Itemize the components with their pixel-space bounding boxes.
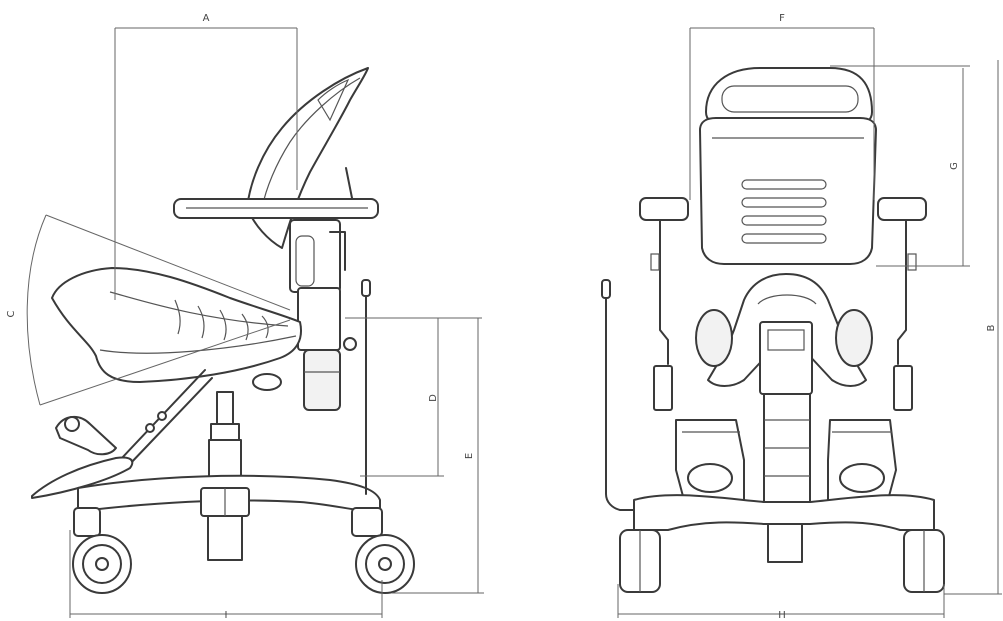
front-view: F G B H (601, 13, 1002, 621)
side-caster-fork-right (351, 507, 383, 537)
side-seat-inner (109, 291, 289, 327)
dim-ext-c-top (45, 214, 291, 311)
side-seat-rib (197, 305, 205, 339)
side-strap-buckle (64, 416, 80, 432)
dim-ext-c-bottom (39, 319, 291, 406)
side-backrest-inner (261, 77, 361, 209)
front-arm-actuator-left (653, 365, 673, 411)
side-wheel-left-axle (95, 557, 109, 571)
front-base (633, 494, 935, 531)
side-caster-fork-left (73, 507, 101, 537)
front-armrest-post-right (897, 219, 907, 365)
front-backrest-vent (741, 215, 827, 226)
side-gas-spring-bottom (207, 511, 243, 561)
side-view: A C D E I (6, 13, 484, 621)
front-armrest-post-left (659, 219, 669, 365)
front-backrest (699, 117, 877, 265)
front-backrest-headrest (705, 67, 873, 125)
front-column-base (767, 517, 803, 563)
side-wheel-right-axle (378, 557, 392, 571)
label-g: G (949, 162, 960, 170)
side-seat-shell (51, 267, 302, 383)
label-b: B (986, 324, 997, 331)
label-a: A (203, 13, 210, 24)
front-backrest-vent (741, 233, 827, 244)
label-d: D (428, 394, 439, 402)
front-arm-lock-right (907, 253, 917, 271)
side-seat-rim (99, 335, 297, 354)
front-column-plate (767, 329, 805, 351)
front-column-lower (763, 393, 811, 519)
side-seat-knob (252, 373, 282, 391)
front-arm-lock-left (650, 253, 660, 271)
side-knob (343, 337, 357, 351)
side-push-handle-grip (361, 279, 371, 297)
side-column-upper (289, 219, 341, 293)
front-arm-actuator-right (893, 365, 913, 411)
side-seat-rib (174, 299, 181, 335)
front-seat-pad-right (835, 309, 873, 367)
label-f: F (779, 13, 785, 24)
front-foot-cup-left (687, 463, 733, 493)
side-footrest (31, 456, 134, 499)
side-legrest-pin (145, 423, 155, 433)
side-actuator (303, 349, 341, 411)
front-armrest-right (877, 197, 927, 221)
front-seat-pad-left (695, 309, 733, 367)
side-backrest-flap (317, 78, 350, 122)
side-column-lower (297, 287, 341, 351)
label-e: E (464, 453, 475, 459)
front-headrest-slot (721, 85, 859, 113)
label-i: I (225, 610, 228, 621)
front-backrest-vent (741, 197, 827, 208)
front-foot-cup-right (839, 463, 885, 493)
side-wheel-right-hub (365, 544, 405, 584)
front-backrest-vent (741, 179, 827, 190)
side-column-slot (295, 235, 315, 287)
dim-arc-c (26, 214, 47, 406)
front-seat-ridge (757, 294, 817, 305)
label-c: C (6, 310, 17, 317)
side-legrest-pin (157, 411, 167, 421)
front-push-handle-grip (601, 279, 611, 299)
side-column-bracket (329, 231, 346, 271)
side-seat-rib (241, 313, 249, 341)
side-gas-spring-top (216, 391, 234, 425)
side-seat-rib (219, 309, 227, 341)
side-seat-rib (261, 315, 269, 339)
front-armrest-left (639, 197, 689, 221)
side-wheel-left-hub (82, 544, 122, 584)
side-gas-spring-collar (210, 423, 240, 441)
side-legrest-arm (127, 377, 213, 467)
label-h: H (778, 610, 786, 621)
front-push-handle (605, 295, 635, 511)
